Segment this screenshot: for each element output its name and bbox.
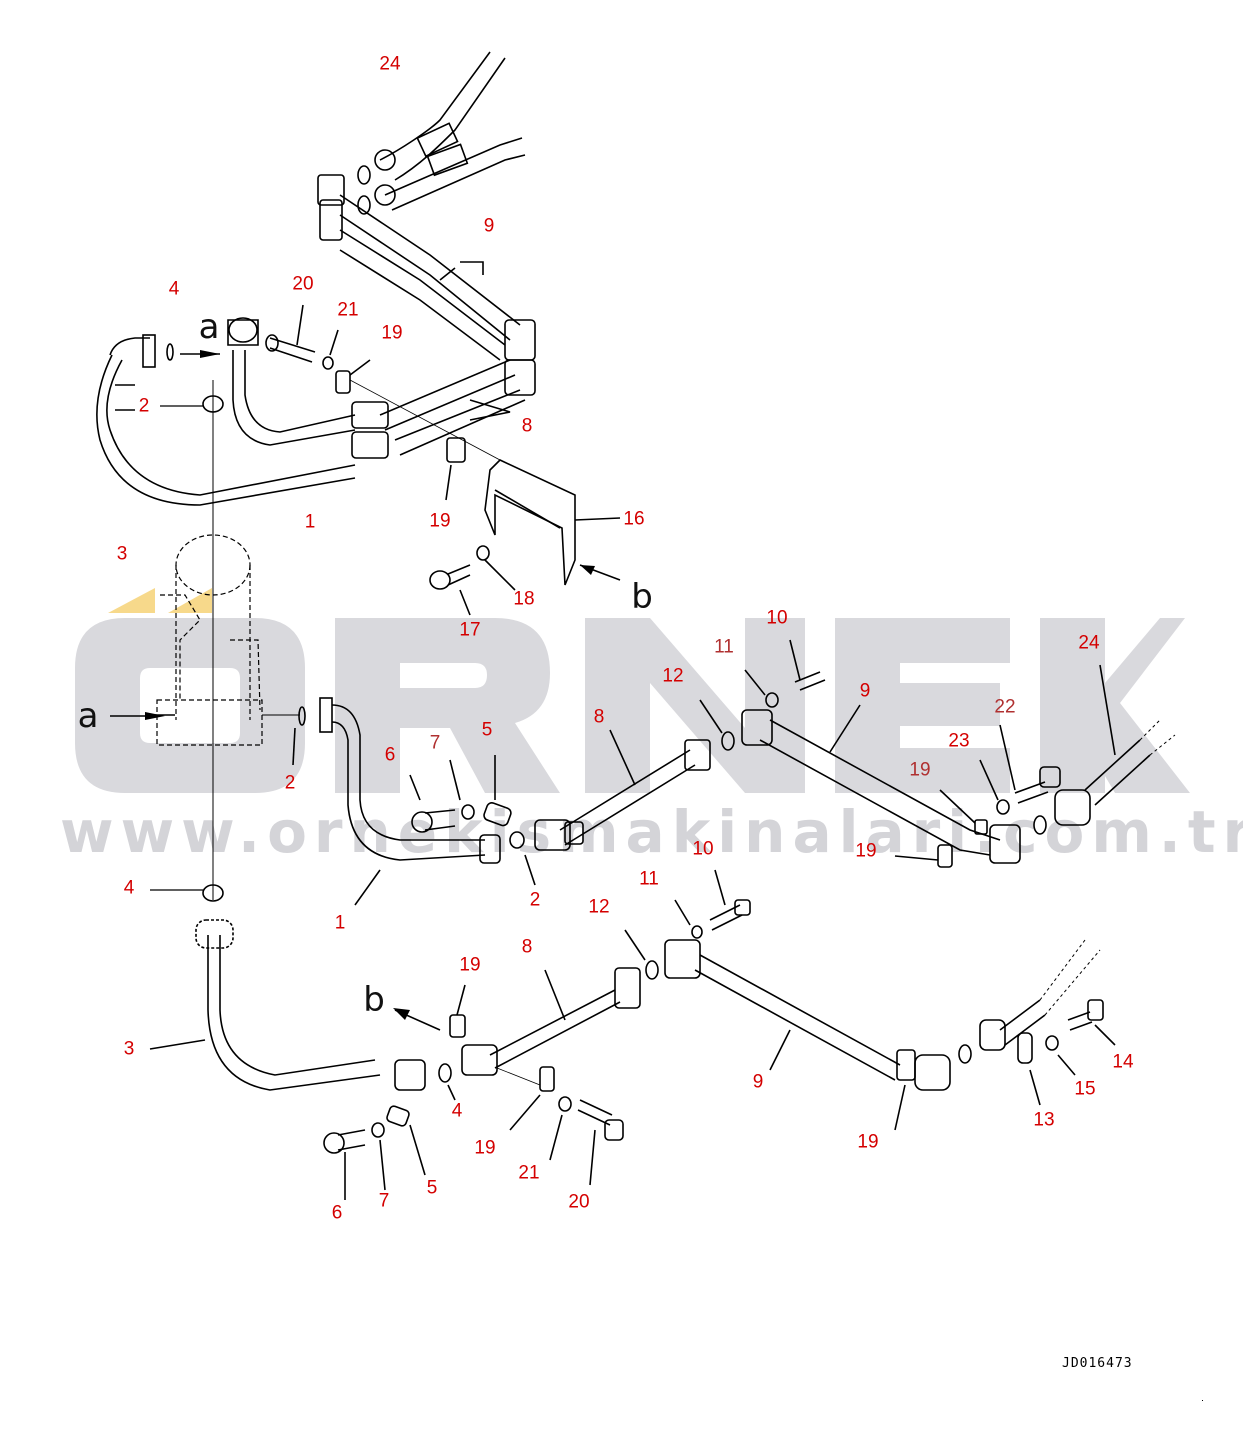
part-callout: 24	[1078, 632, 1100, 654]
part-callout: 19	[855, 840, 877, 862]
pump-body	[156, 534, 263, 746]
bolt-20-upper	[265, 304, 501, 501]
part-callout: 16	[623, 508, 645, 530]
part-callout: 5	[426, 1177, 438, 1199]
part-callout: 19	[909, 759, 931, 781]
part-callout: 21	[337, 299, 359, 321]
part-callout: 19	[429, 510, 451, 532]
watermark-brand-logo	[75, 618, 1190, 793]
view-marker-b: b	[363, 980, 385, 1020]
part-callout: 24	[379, 53, 401, 75]
part-callout: 3	[116, 543, 128, 565]
part-callout: 19	[857, 1131, 879, 1153]
part-callout: 7	[378, 1190, 390, 1212]
part-callout: 14	[1112, 1051, 1134, 1073]
drawing-id: JD016473	[1062, 1356, 1133, 1371]
part-callout: 20	[568, 1191, 590, 1213]
part-callout: 4	[123, 877, 135, 899]
hose-3-lower	[149, 919, 456, 1200]
part-callout: 19	[459, 954, 481, 976]
part-callout: 9	[752, 1071, 764, 1093]
part-callout: 2	[284, 772, 296, 794]
hose-24-top	[357, 51, 526, 215]
view-marker-a: a	[77, 696, 99, 736]
part-callout: 11	[639, 868, 659, 890]
part-callout: 1	[304, 511, 316, 533]
part-callout: 4	[451, 1100, 463, 1122]
view-marker-b: b	[631, 577, 653, 617]
part-callout: 17	[459, 619, 481, 641]
part-callout: 22	[994, 696, 1016, 718]
part-callout: 2	[138, 395, 150, 417]
hose-1-middle	[292, 697, 501, 906]
part-callout: 4	[168, 278, 180, 300]
part-callout: 11	[714, 636, 734, 658]
pipes-9-upper	[317, 174, 536, 396]
part-callout: 1	[334, 912, 346, 934]
view-marker-a: a	[198, 307, 220, 347]
part-callout: 21	[518, 1162, 540, 1184]
part-callout: 15	[1074, 1078, 1096, 1100]
part-callout: 5	[481, 719, 493, 741]
part-callout: 12	[662, 665, 684, 687]
part-callout: 9	[483, 215, 495, 237]
part-callout: 10	[766, 607, 788, 629]
part-callout: 2	[529, 889, 541, 911]
hose-1-upper	[227, 317, 356, 446]
part-callout: 8	[593, 706, 605, 728]
pipe-9-middle	[741, 639, 1176, 868]
bracket-16	[484, 459, 621, 586]
hose-3-upper	[96, 334, 356, 506]
fasteners-middle	[409, 755, 536, 886]
pipe-8-lower	[393, 929, 659, 1186]
pipe-9-lower	[664, 869, 1116, 1131]
stray-dot	[1202, 1400, 1203, 1401]
part-callout: 20	[292, 273, 314, 295]
part-callout: 13	[1033, 1109, 1055, 1131]
pipe-8-middle	[534, 699, 735, 851]
part-callout: 3	[123, 1038, 135, 1060]
part-callout: 8	[521, 936, 533, 958]
part-callout: 10	[692, 838, 714, 860]
part-callout: 7	[429, 732, 441, 754]
part-callout: 6	[384, 744, 396, 766]
part-callout: 8	[521, 415, 533, 437]
part-callout: 23	[948, 730, 970, 752]
part-callout: 12	[588, 896, 610, 918]
part-callout: 18	[513, 588, 535, 610]
bolt-17	[429, 545, 516, 616]
part-callout: 6	[331, 1202, 343, 1224]
pipes-8-upper	[351, 359, 526, 459]
watermark-url: www.ornekismakinalari.com.tr	[60, 798, 1243, 866]
part-callout: 9	[859, 680, 871, 702]
part-callout: 19	[474, 1137, 496, 1159]
part-callout: 19	[381, 322, 403, 344]
